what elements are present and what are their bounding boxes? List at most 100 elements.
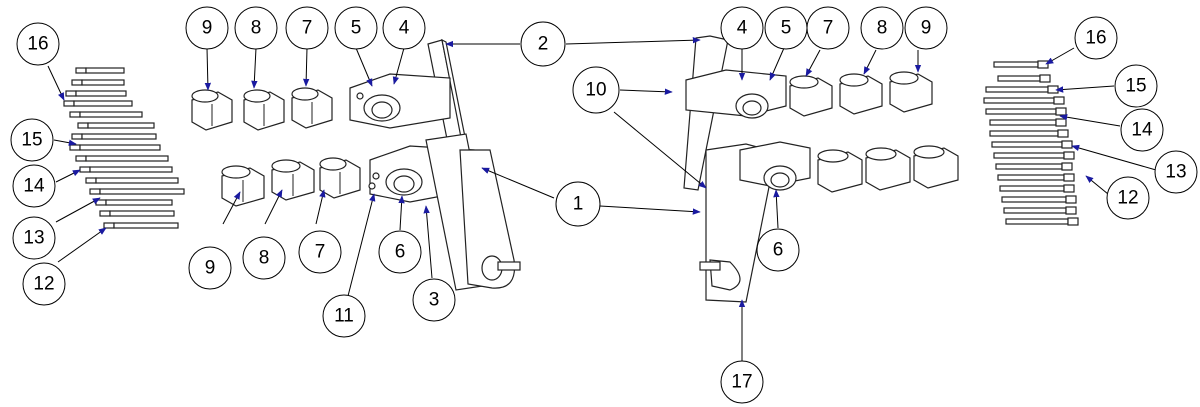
svg-text:10: 10 [585, 80, 606, 101]
balloon-part-13: 13 [12, 216, 56, 260]
balloon-part-14: 14 [12, 164, 56, 208]
screw [71, 133, 157, 140]
svg-text:13: 13 [1165, 162, 1186, 183]
balloon-part-12: 12 [22, 262, 66, 306]
balloon-part-9: 9 [904, 6, 948, 50]
screw [85, 177, 179, 184]
screw [103, 222, 179, 229]
left-bushings-bottom [221, 157, 361, 207]
balloon-part-6: 6 [756, 228, 800, 272]
right-bracket-assembly [683, 35, 811, 303]
svg-text:8: 8 [259, 248, 270, 269]
svg-text:2: 2 [538, 34, 549, 55]
bushing [789, 75, 833, 117]
screw [989, 118, 1067, 127]
screw [999, 184, 1075, 193]
bushing [319, 157, 361, 199]
screw [997, 74, 1051, 83]
svg-text:16: 16 [1085, 28, 1106, 49]
svg-text:17: 17 [731, 372, 752, 393]
svg-text:12: 12 [33, 274, 54, 295]
balloon-part-14: 14 [1120, 108, 1164, 152]
balloon-part-17: 17 [720, 360, 764, 404]
left-bracket-assembly [349, 38, 521, 291]
screw [63, 100, 133, 107]
svg-text:5: 5 [781, 18, 792, 39]
bushing [271, 159, 315, 201]
balloon-part-2: 2 [520, 21, 566, 67]
screw [89, 188, 185, 195]
screw [989, 129, 1069, 138]
svg-text:11: 11 [334, 306, 354, 327]
svg-text:16: 16 [27, 34, 48, 55]
balloon-part-9: 9 [188, 246, 232, 290]
screw [997, 173, 1075, 182]
bushing [889, 71, 933, 113]
screw [99, 210, 175, 217]
screw [69, 144, 161, 151]
left-screw-group [63, 67, 185, 229]
svg-text:9: 9 [205, 258, 216, 279]
bushing [243, 89, 285, 131]
balloon-part-11: 11 [322, 294, 366, 338]
balloon-part-15: 15 [10, 118, 54, 162]
svg-text:7: 7 [302, 18, 313, 39]
balloon-part-7: 7 [285, 6, 329, 50]
balloon-part-6: 6 [378, 230, 422, 274]
screw [1005, 217, 1079, 226]
balloon-part-8: 8 [234, 6, 278, 50]
right-bushings-top [789, 71, 933, 117]
bushing [839, 73, 883, 115]
screw [1003, 206, 1077, 215]
screw [75, 67, 125, 74]
svg-text:15: 15 [21, 130, 42, 151]
balloon-part-7: 7 [298, 230, 342, 274]
bushing [221, 165, 265, 207]
screw [983, 96, 1065, 105]
left-bushings-top [191, 87, 333, 131]
balloon-part-4: 4 [720, 6, 764, 50]
screw [985, 85, 1059, 94]
leader-lines [47, 37, 1157, 362]
svg-text:14: 14 [23, 176, 45, 197]
svg-text:15: 15 [1125, 76, 1146, 97]
balloon-part-12: 12 [1106, 176, 1150, 220]
bushing [191, 89, 233, 131]
screw [95, 199, 173, 206]
balloon-part-8: 8 [860, 6, 904, 50]
screw [995, 162, 1073, 171]
svg-text:5: 5 [351, 18, 362, 39]
svg-text:14: 14 [1131, 120, 1153, 141]
right-screw-group [983, 60, 1079, 226]
balloon-part-4: 4 [382, 6, 426, 50]
balloon-part-9: 9 [185, 6, 229, 50]
screw [993, 60, 1049, 69]
balloon-part-1: 1 [555, 181, 601, 227]
balloon-part-3: 3 [412, 278, 456, 322]
svg-text:8: 8 [877, 18, 888, 39]
screw [985, 107, 1067, 116]
svg-text:7: 7 [315, 242, 326, 263]
svg-text:13: 13 [23, 228, 44, 249]
svg-text:6: 6 [773, 240, 784, 261]
svg-text:4: 4 [399, 18, 410, 39]
bushing [817, 149, 863, 193]
balloon-part-5: 5 [764, 6, 808, 50]
bushing [865, 147, 911, 191]
screw [993, 151, 1075, 160]
balloon-part-13: 13 [1154, 150, 1198, 194]
screw [65, 90, 127, 97]
svg-text:6: 6 [395, 242, 406, 263]
screw [69, 111, 143, 118]
screw [79, 166, 173, 173]
right-bushings-bottom [817, 145, 959, 193]
balloon-part-16: 16 [16, 22, 60, 66]
screw [75, 155, 169, 162]
svg-text:1: 1 [573, 194, 584, 215]
balloon-part-10: 10 [572, 66, 620, 114]
balloon-part-5: 5 [334, 6, 378, 50]
balloon-layer: 16 15 14 13 12 9 8 7 5 4 2 9 8 7 11 6 3 … [10, 6, 1198, 404]
svg-text:4: 4 [737, 18, 748, 39]
